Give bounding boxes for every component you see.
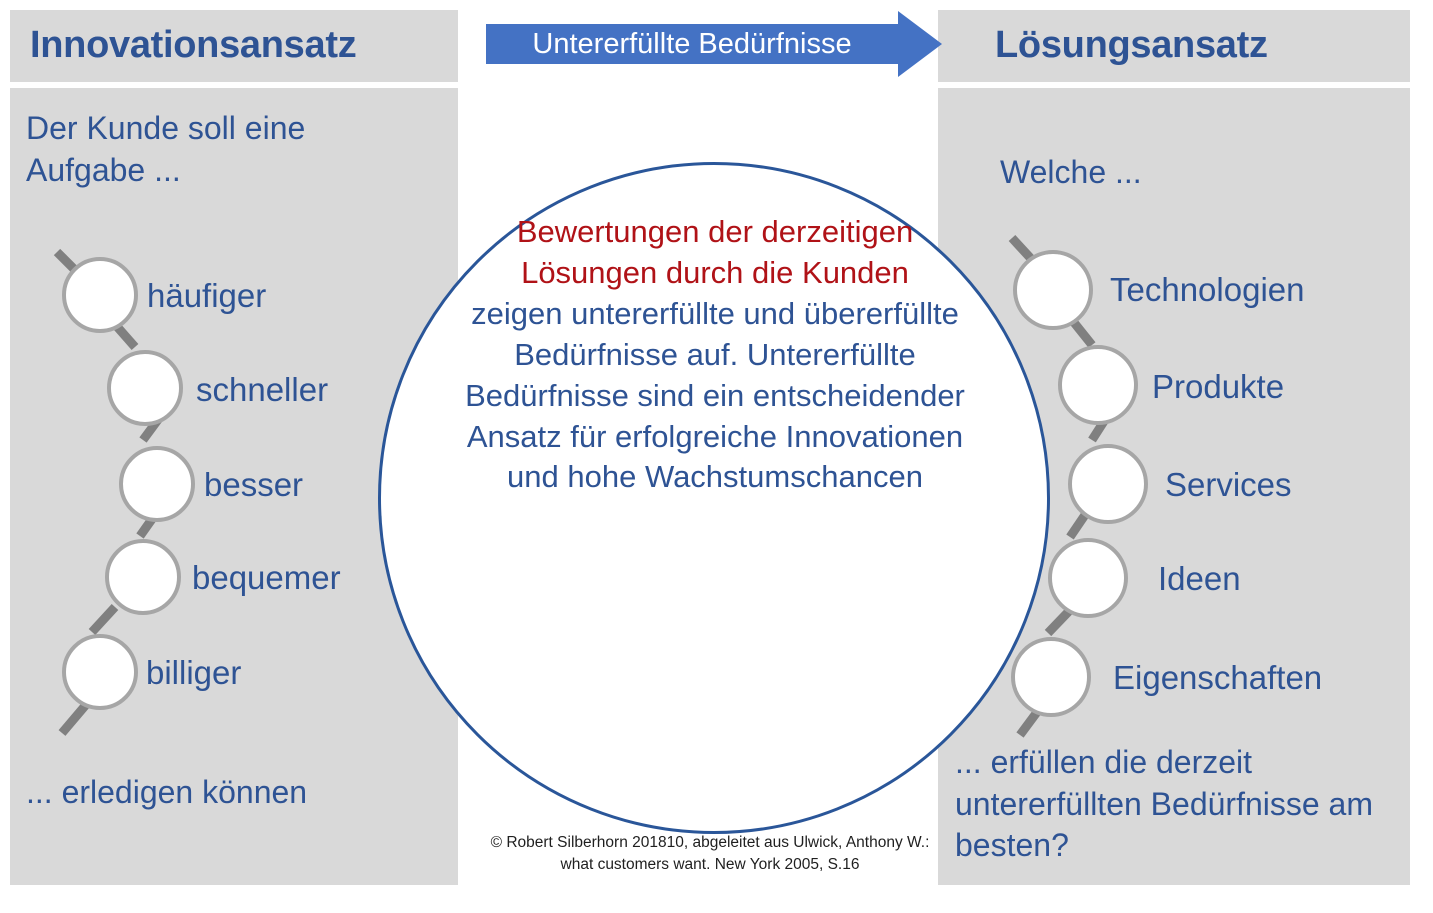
right-node-label-5: Eigenschaften <box>1113 659 1323 696</box>
center-insight-circle <box>378 162 1050 834</box>
footnote-line-2: what customers want. New York 2005, S.16 <box>560 855 860 873</box>
arrow-right-icon <box>486 11 942 77</box>
left-node-label-3: besser <box>204 466 304 503</box>
left-node-label-4: bequemer <box>192 559 341 596</box>
left-panel-header-background <box>10 10 458 82</box>
right-node-label-3: Services <box>1165 466 1292 503</box>
left-node-label-5: billiger <box>146 654 242 691</box>
right-panel-title: Lösungsansatz <box>995 24 1268 66</box>
center-insight-text: Bewertungen der derzeitigen Lösungen dur… <box>450 212 980 498</box>
right-panel-header-background <box>938 10 1410 82</box>
left-panel-title: Innovationsansatz <box>30 24 357 66</box>
right-panel-intro-text: Welche ... <box>1000 154 1142 190</box>
right-node-label-1: Technologien <box>1110 271 1305 308</box>
left-panel-intro-text: Der Kunde soll eine Aufgabe ... <box>26 110 306 188</box>
unmet-needs-arrow-banner: Untererfüllte Bedürfnisse <box>486 11 942 77</box>
center-body-text: zeigen untererfüllte und übererfüllte Be… <box>465 295 965 495</box>
right-node-label-4: Ideen <box>1158 560 1241 597</box>
right-panel-outro-text: ... erfüllen die derzeit untererfüllten … <box>955 744 1373 864</box>
footnote-line-1: © Robert Silberhorn 201810, abgeleitet a… <box>490 834 930 851</box>
left-panel-outro-text: ... erledigen können <box>26 774 308 810</box>
left-node-label-1: häufiger <box>147 277 267 314</box>
right-node-label-2: Produkte <box>1152 368 1285 405</box>
footnote-credit: © Robert Silberhorn 201810, abgeleitet a… <box>470 832 950 875</box>
left-node-label-2: schneller <box>196 371 329 408</box>
center-highlight-text: Bewertungen der derzeitigen Lösungen dur… <box>516 214 914 290</box>
